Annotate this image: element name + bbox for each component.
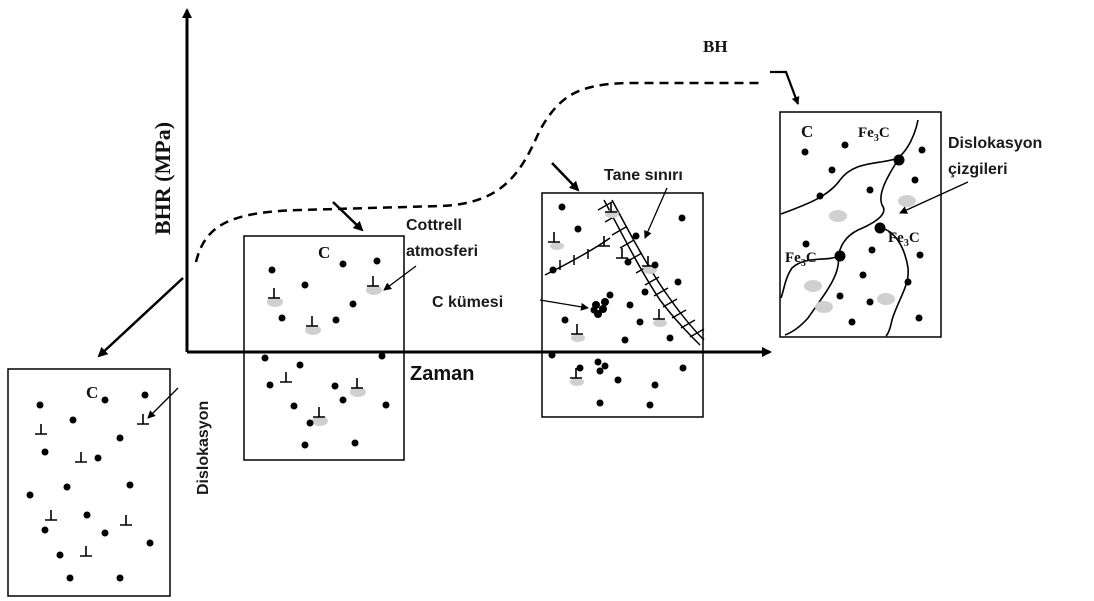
arrow-to-box-2 (332, 201, 364, 232)
fe3c-label-top: Fe3C (858, 125, 890, 144)
dislocation-annotation: Dislokasyon (195, 401, 212, 495)
dislocation-lines-annotation-line2: çizgileri (948, 161, 1008, 178)
dislocation-pointer (147, 387, 179, 419)
dislocation-lines-annotation-line1: Dislokasyon (948, 135, 1042, 152)
box-1-carbon-atoms (26, 391, 154, 582)
bh-curve (194, 81, 760, 263)
box-cementite: C Fe3C Fe3C Fe3C (779, 111, 942, 338)
curve-to-box-arrows (97, 162, 580, 358)
grain-boundary-pointer (644, 187, 668, 239)
box-4-carbon-atoms (801, 141, 926, 326)
dislocation-lines (780, 119, 919, 337)
axes: BHR (MPa) Zaman (150, 8, 772, 385)
fe3c-label-left: Fe3C (785, 250, 817, 269)
box-4-carbon-label: C (801, 122, 813, 141)
cementite-precipitates (834, 154, 905, 262)
grain-boundary-annotation: Tane sınırı (604, 167, 683, 184)
box-2-carbon-label: C (318, 243, 330, 262)
cottrell-annotation-line1: Cottrell (406, 217, 462, 234)
box-1-carbon-label: C (86, 383, 98, 402)
annotations: Dislokasyon Cottrell atmosferi Tane sını… (147, 135, 1042, 495)
cottrell-pointer (383, 265, 417, 291)
c-cluster-annotation: C kümesi (432, 294, 503, 311)
box-cottrell: C (243, 235, 405, 461)
box-2-halos (267, 285, 382, 426)
box-2-dislocation-symbols (268, 276, 379, 418)
bh-curve-group: BH (194, 37, 800, 263)
bh-pointer-arrow (770, 70, 800, 105)
box-3-frame (541, 192, 704, 418)
box-3-dislocation-symbols (548, 202, 665, 379)
dislocation-lines-pointer (899, 181, 969, 214)
grain-boundary-lines (603, 199, 705, 346)
y-axis-label: BHR (MPa) (150, 122, 175, 235)
box-4-frame (779, 111, 942, 338)
carbon-cluster (590, 298, 609, 375)
box-4-halos (804, 195, 916, 313)
arrow-to-box-1 (97, 277, 184, 358)
fe3c-label-right: Fe3C (888, 230, 920, 249)
box-initial-state: C (7, 368, 171, 597)
grain-boundary-ticks (597, 201, 705, 338)
box-2-frame (243, 235, 405, 461)
x-axis-label: Zaman (410, 363, 474, 385)
box-1-frame (7, 368, 171, 597)
cottrell-annotation-line2: atmosferi (406, 243, 478, 260)
arrow-to-box-3 (551, 162, 580, 192)
box-grain-boundary (541, 192, 705, 418)
box-1-dislocation-symbols (35, 414, 149, 557)
bh-curve-label: BH (703, 37, 728, 56)
box-3-carbon-atoms (548, 203, 687, 409)
box-2-carbon-atoms (261, 257, 390, 449)
c-cluster-pointer (539, 299, 589, 311)
